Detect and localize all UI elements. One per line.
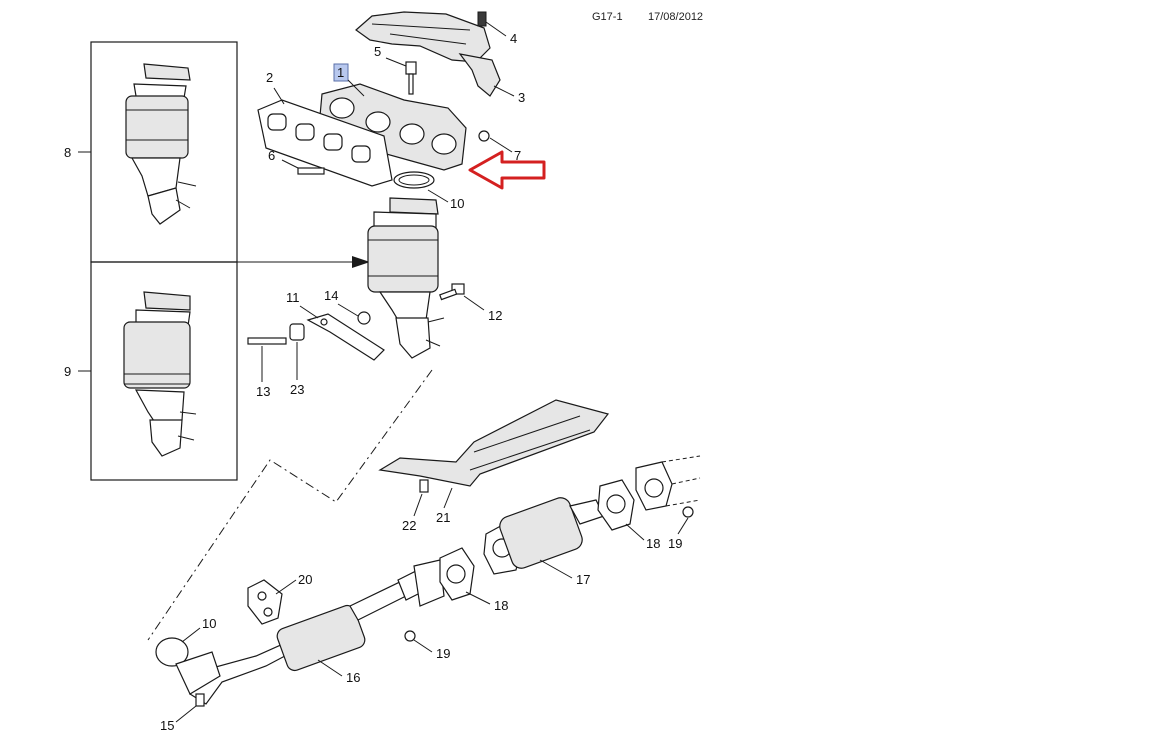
front-flange-gasket [155, 637, 221, 695]
bolt-15 [195, 693, 205, 707]
bolt-22 [419, 479, 429, 493]
flange-gasket-18b [597, 479, 635, 531]
callout-18b: 18 [646, 536, 660, 551]
callout-1: 1 [337, 65, 344, 80]
rear-pipe-section [635, 455, 701, 511]
callout-9: 9 [64, 364, 71, 379]
underfloor-heat-shield [378, 399, 610, 487]
diagram-date: 17/08/2012 [648, 11, 703, 23]
gasket-ring-10 [393, 171, 435, 189]
flange-gasket-18a [439, 547, 475, 601]
stud-5 [405, 61, 417, 95]
callout-12: 12 [488, 308, 502, 323]
connection-line [147, 369, 433, 641]
front-catalytic-converter [367, 197, 445, 359]
callout-19b: 19 [668, 536, 682, 551]
callout-15: 15 [160, 718, 174, 733]
callout-10b: 10 [202, 616, 216, 631]
highlight-arrow [468, 150, 546, 190]
callout-19a: 19 [436, 646, 450, 661]
bracket-11 [306, 313, 385, 361]
stud-13 [247, 337, 287, 345]
nut-19a [404, 630, 416, 642]
bolt-12 [439, 283, 465, 301]
callout-17: 17 [576, 572, 590, 587]
callout-22: 22 [402, 518, 416, 533]
callout-8: 8 [64, 145, 71, 160]
callout-18a: 18 [494, 598, 508, 613]
callout-13: 13 [256, 384, 270, 399]
heat-shield [355, 11, 501, 97]
callout-23: 23 [290, 382, 304, 397]
callout-16: 16 [346, 670, 360, 685]
nut-7 [478, 130, 490, 142]
variant-inset-8 [90, 41, 238, 263]
rear-catalytic-converter [483, 497, 605, 575]
callout-10a: 10 [450, 196, 464, 211]
callout-6: 6 [268, 148, 275, 163]
exhaust-manifold [319, 83, 467, 171]
rubber-hanger-20 [247, 579, 283, 625]
callout-20: 20 [298, 572, 312, 587]
manifold-gasket [257, 99, 393, 187]
callout-4: 4 [510, 31, 517, 46]
callout-7: 7 [514, 148, 521, 163]
callout-11: 11 [286, 290, 300, 305]
nut-19b [682, 506, 694, 518]
stud-6 [297, 167, 325, 175]
shield-bolt [477, 11, 487, 27]
callout-1-highlight [333, 63, 349, 82]
variant-inset-9 [90, 261, 238, 481]
callout-21: 21 [436, 510, 450, 525]
callout-2: 2 [266, 70, 273, 85]
callout-3: 3 [518, 90, 525, 105]
callout-14: 14 [324, 288, 338, 303]
front-pipe-converter [189, 559, 445, 705]
nut-14 [357, 311, 371, 325]
spacer-23 [289, 323, 305, 341]
diagram-code: G17-1 [592, 11, 623, 23]
inset-pointer-arrowhead [352, 256, 370, 268]
callout-5: 5 [374, 44, 381, 59]
